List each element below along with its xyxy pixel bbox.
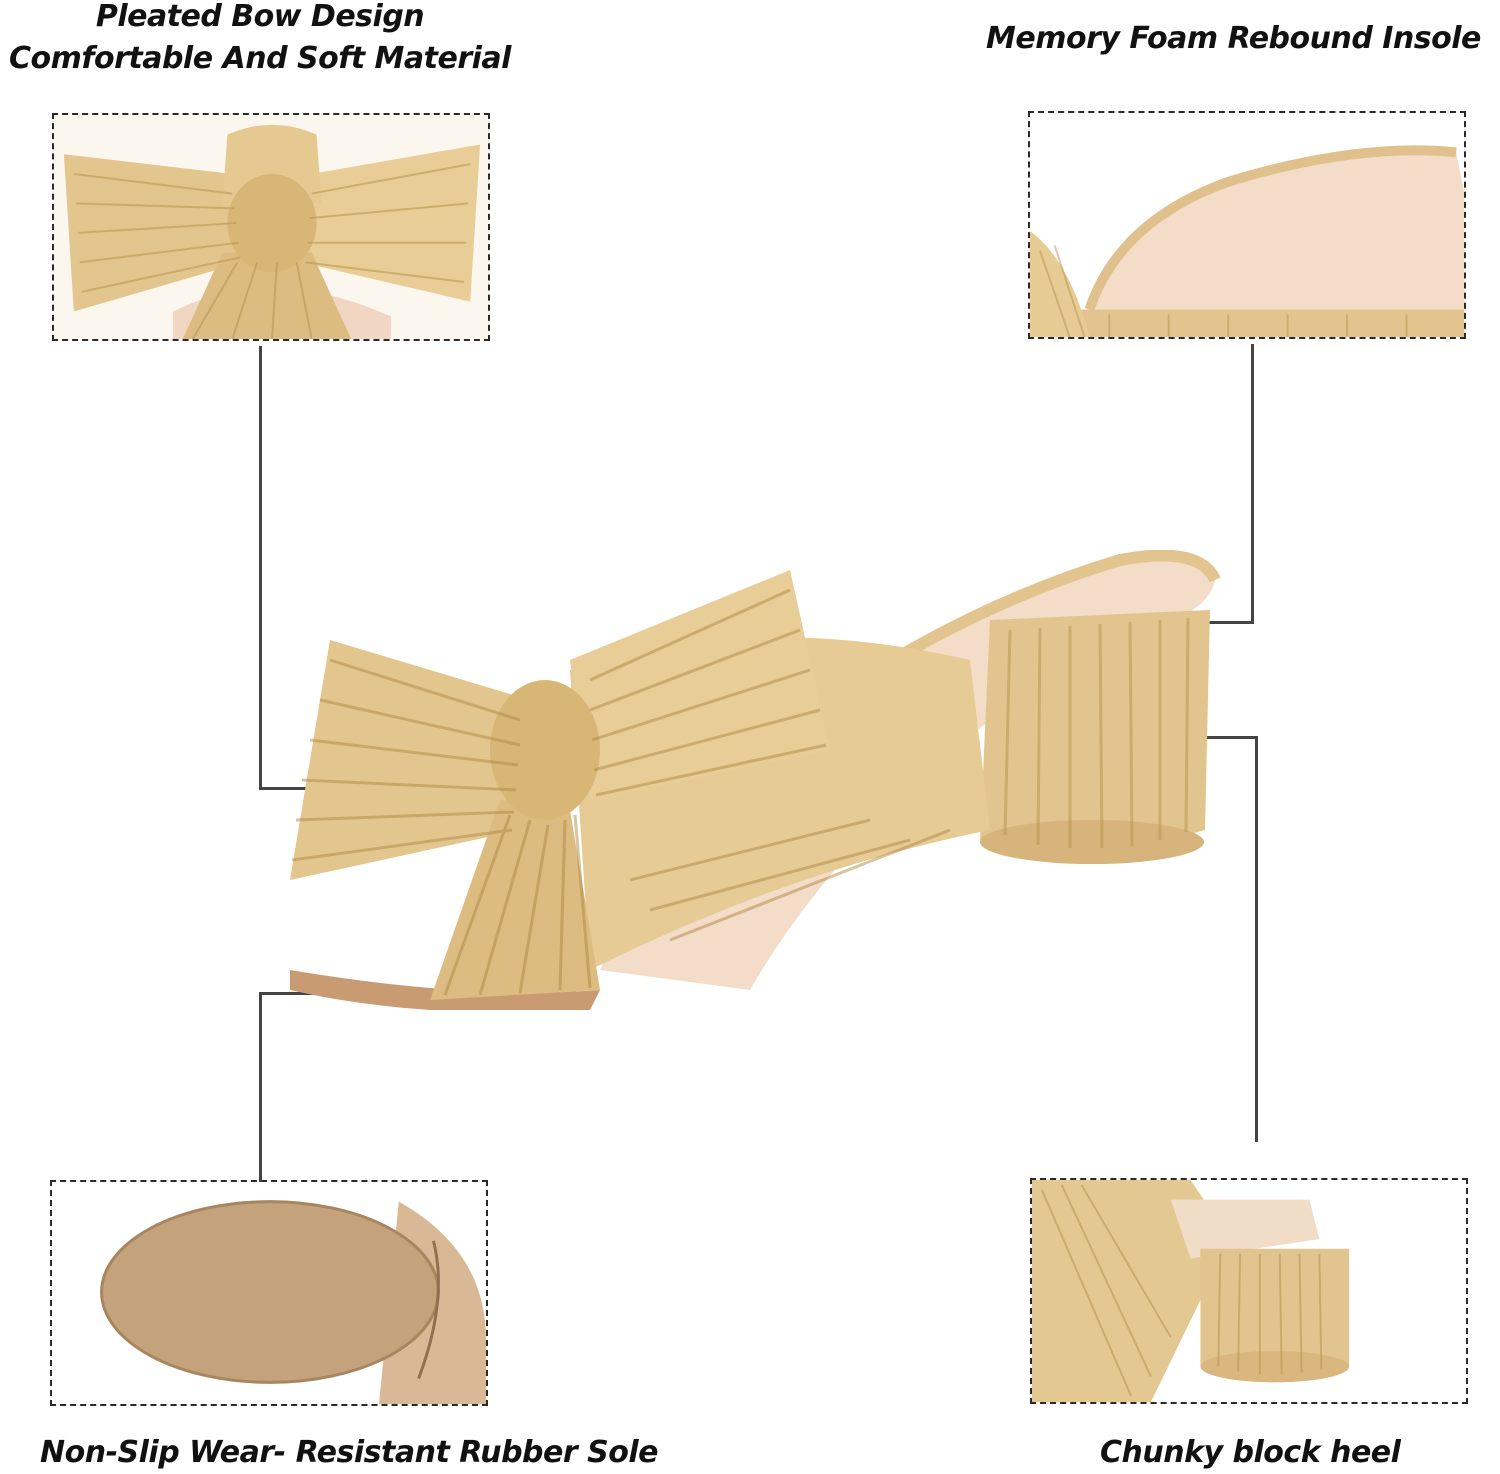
heel-closeup-panel	[1030, 1178, 1468, 1404]
sandal-product-image	[270, 550, 1230, 1010]
rubber-sole-closeup-image	[52, 1182, 486, 1404]
block-heel-closeup-image	[1032, 1180, 1466, 1402]
bow-feature-title: Pleated Bow Design Comfortable And Soft …	[0, 0, 520, 80]
insole-closeup-panel	[1028, 111, 1466, 339]
heel-feature-title: Chunky block heel	[1100, 1435, 1401, 1470]
rubber-sole-closeup-panel	[50, 1180, 488, 1406]
sole-leader-line-vertical	[259, 992, 262, 1182]
bow-feature-title-line2: Comfortable And Soft Material	[9, 41, 511, 76]
bow-closeup-image	[54, 115, 488, 339]
insole-leader-line-vertical	[1251, 344, 1254, 624]
insole-closeup-image	[1030, 113, 1464, 337]
sole-feature-title: Non-Slip Wear- Resistant Rubber Sole	[40, 1435, 658, 1470]
bow-feature-title-line1: Pleated Bow Design	[95, 0, 425, 34]
insole-feature-title: Memory Foam Rebound Insole	[986, 21, 1481, 56]
heel-leader-line-vertical	[1255, 736, 1258, 1142]
bow-closeup-panel	[52, 113, 490, 341]
bow-leader-line-vertical	[259, 346, 262, 790]
